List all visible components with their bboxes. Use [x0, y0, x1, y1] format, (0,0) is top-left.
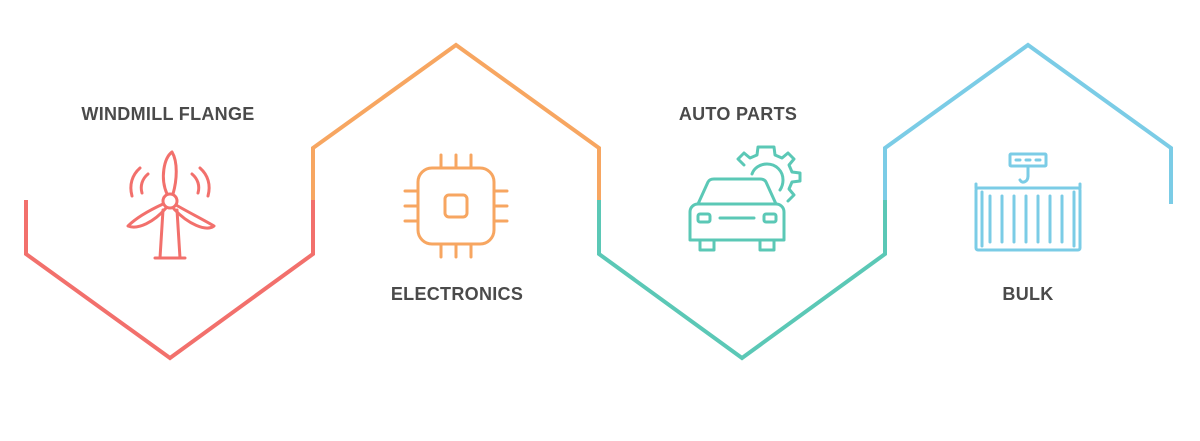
label-electronics: ELECTRONICS — [390, 284, 524, 304]
auto-parts-segment — [597, 200, 887, 361]
wind-turbine-icon — [126, 150, 216, 260]
label-auto-parts: AUTO PARTS — [678, 104, 798, 124]
car-gear-icon — [688, 145, 802, 252]
label-windmill-flange: WINDMILL FLANGE — [81, 104, 255, 124]
electronics-segment — [311, 42, 601, 200]
microchip-icon — [403, 153, 509, 259]
windmill-segment — [24, 200, 315, 361]
label-bulk: BULK — [1002, 284, 1054, 304]
cargo-container-icon — [974, 152, 1082, 252]
bulk-segment — [883, 42, 1173, 204]
